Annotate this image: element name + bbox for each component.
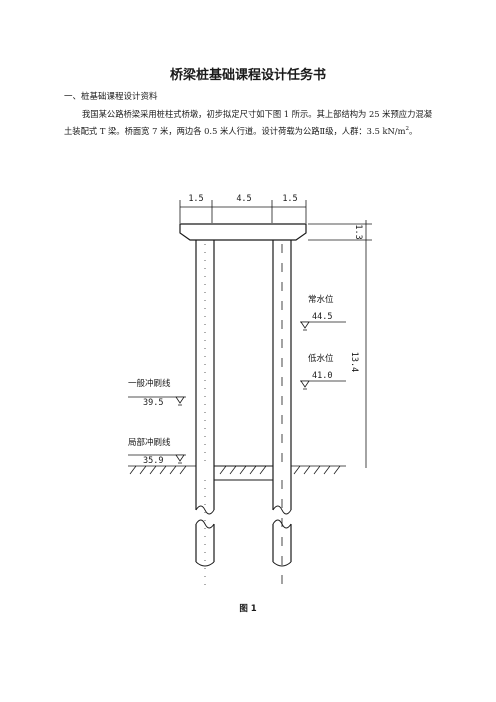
low-water-value: 41.0 [312,371,332,381]
local-scour-line [128,454,186,464]
left-pile [195,466,215,588]
dim-total-height-label: 13.4 [349,352,359,372]
general-scour-label: 一般冲刷线 [128,378,171,389]
low-water-label: 低水位 [308,353,334,364]
local-scour-value: 35.9 [143,456,163,466]
left-column [195,240,215,466]
dim-mid-label: 4.5 [236,194,251,204]
dim-left-label: 1.5 [188,194,203,204]
local-scour-label: 局部冲刷线 [128,437,171,448]
right-column [272,240,292,466]
normal-water-label: 常水位 [308,294,334,305]
general-scour-line [128,396,186,406]
right-pile [272,466,292,588]
general-scour-value: 39.5 [143,398,163,408]
right-dimension [308,220,372,468]
cap-beam [179,223,307,241]
normal-water-value: 44.5 [312,312,332,322]
dim-right-label: 1.5 [282,194,297,204]
ground-line [128,465,346,475]
figure-caption: 图 1 [239,604,257,614]
dim-cap-height-label: 1.3 [353,224,363,239]
paragraph-superscript: 2 [405,125,409,132]
document-title: 桥梁桩基础课程设计任务书 [169,68,326,83]
design-paragraph: 我国某公路桥梁采用桩柱式桥墩，初步拟定尺寸如下图 1 所示。其上部结构为 25 … [64,106,434,139]
top-dimension [179,200,307,223]
low-water-level [300,380,346,390]
paragraph-main-text: 我国某公路桥梁采用桩柱式桥墩，初步拟定尺寸如下图 1 所示。其上部结构为 25 … [64,109,432,136]
section-heading: 一、桩基础课程设计资料 [64,92,158,102]
normal-water-level [300,321,346,331]
paragraph-end: 。 [408,125,418,136]
